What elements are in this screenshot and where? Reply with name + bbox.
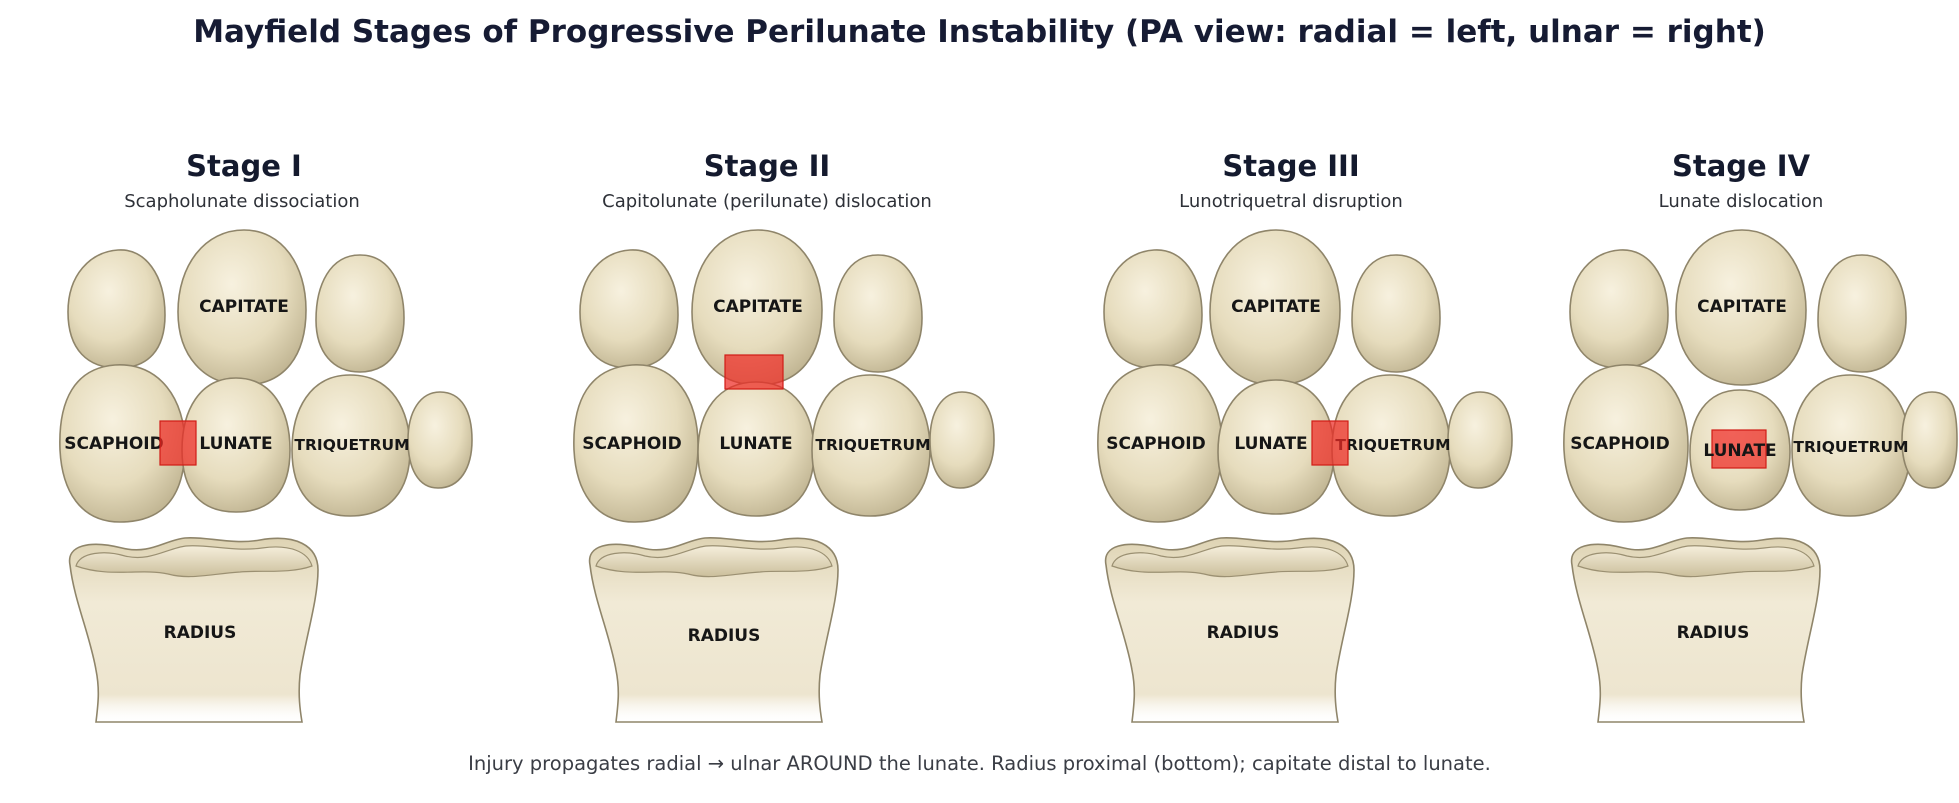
stage-2-hamate [833,254,923,373]
stage-3-title: Stage III [1222,149,1359,183]
stage-1-radius [68,536,319,723]
stage-2-triquetrum [811,374,931,517]
stage-3-panel: Stage III Lunotriquetral disruption CAPI… [1097,149,1513,723]
stage-4-trapezium-trapezoid [1569,249,1669,369]
stage-2-radius [588,536,839,723]
stage-3-scaphoid-label: SCAPHOID [1106,434,1205,454]
stage-2-title: Stage II [704,149,830,183]
stage-3-hamate [1351,254,1441,373]
stage-1-triquetrum-label: TRIQUETRUM [294,436,409,454]
stage-4-scaphoid [1563,364,1689,523]
stage-4-pisiform [1901,391,1958,489]
stage-2-scaphoid-label: SCAPHOID [582,434,681,454]
stage-2-lunate [697,381,815,517]
stage-1-scaphoid [59,364,186,523]
stage-1-subtitle: Scapholunate dissociation [124,191,360,212]
stage-2-injury-marker [724,354,784,390]
stage-1-radius-label: RADIUS [164,623,237,643]
stage-4-scaphoid-label: SCAPHOID [1570,434,1669,454]
stage-2-panel: Stage II Capitolunate (perilunate) dislo… [573,149,995,723]
stage-3-scaphoid [1097,364,1223,523]
stage-2-capitate-label: CAPITATE [713,297,803,317]
stage-3-lunate-label: LUNATE [1234,434,1307,454]
stage-3-pisiform [1447,391,1513,489]
stage-1-capitate-label: CAPITATE [199,297,289,317]
stage-1-radius-articular-rim [75,545,313,578]
stage-1-pisiform [407,391,473,489]
stage-1-trapezium-trapezoid [67,249,166,369]
stage-2-scaphoid [573,364,699,523]
stage-3-subtitle: Lunotriquetral disruption [1179,191,1403,212]
stage-4-capitate [1675,229,1807,386]
stage-1-hamate [315,254,405,373]
stage-3-radius [1104,536,1355,723]
stage-4-lunate-label: LUNATE [1703,441,1776,461]
page-title: Mayfield Stages of Progressive Perilunat… [193,14,1766,50]
stage-2-triquetrum-label: TRIQUETRUM [815,436,930,454]
stage-2-radius-label: RADIUS [688,626,761,646]
stage-4-subtitle: Lunate dislocation [1659,191,1824,212]
stage-4-radius-label: RADIUS [1677,623,1750,643]
stage-4-panel: Stage IV Lunate dislocation CAPITATE SCA… [1563,149,1958,723]
stage-4-triquetrum-label: TRIQUETRUM [1793,438,1908,456]
stage-1-scaphoid-label: SCAPHOID [64,434,163,454]
stage-4-triquetrum [1791,374,1911,517]
stage-1-title: Stage I [186,149,302,183]
stage-4-hamate [1817,254,1907,373]
stage-4-radius-articular-rim [1577,545,1815,578]
stage-4-capitate-label: CAPITATE [1697,297,1787,317]
stage-3-triquetrum-label: TRIQUETRUM [1335,436,1450,454]
stage-2-trapezium-trapezoid [579,249,679,369]
stage-3-triquetrum [1331,374,1451,517]
stage-3-capitate-label: CAPITATE [1231,297,1321,317]
stage-1-panel: Stage I Scapholunate dissociation CAPITA… [59,149,473,723]
stage-2-lunate-label: LUNATE [719,434,792,454]
stage-2-pisiform [929,391,995,489]
stage-1-triquetrum [291,374,411,517]
stage-2-radius-articular-rim [595,545,833,578]
stage-3-lunate [1217,379,1335,515]
stage-4-injury-marker [1711,429,1767,469]
stage-4-radius [1570,536,1821,723]
stage-1-lunate-label: LUNATE [199,434,272,454]
footer-note: Injury propagates radial → ulnar AROUND … [468,752,1491,775]
stage-1-injury-marker [159,420,197,466]
stage-3-injury-marker [1311,420,1349,466]
stage-1-lunate [181,377,291,513]
stage-3-radius-articular-rim [1111,545,1349,578]
stage-2-subtitle: Capitolunate (perilunate) dislocation [602,191,932,212]
stage-4-title: Stage IV [1672,149,1811,183]
stage-3-trapezium-trapezoid [1103,249,1203,369]
stage-3-radius-label: RADIUS [1207,623,1280,643]
